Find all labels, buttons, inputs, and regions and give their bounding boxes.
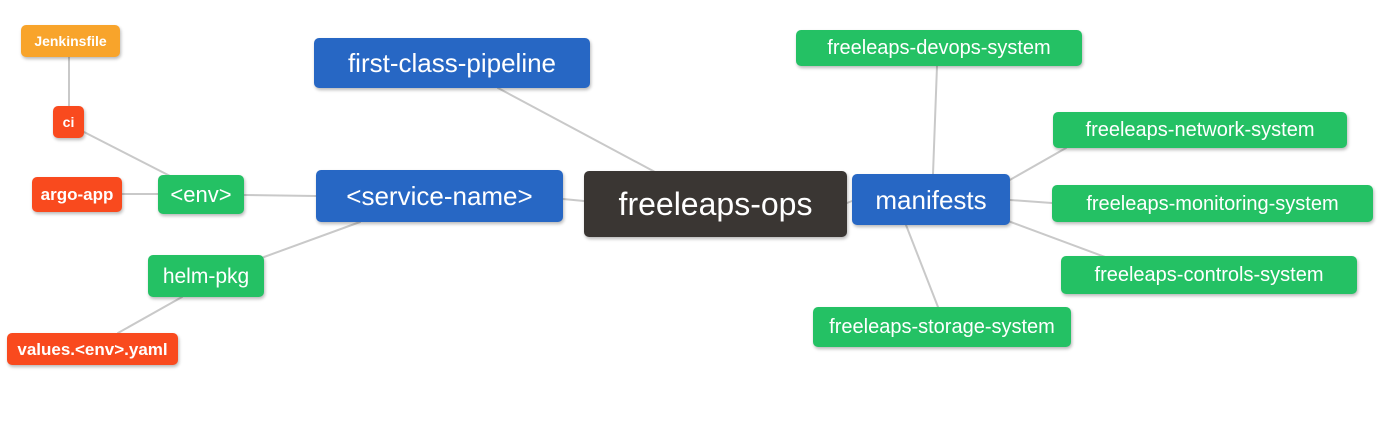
node-first-class-pipeline[interactable]: first-class-pipeline (314, 38, 590, 88)
node-storage-system[interactable]: freeleaps-storage-system (813, 307, 1071, 347)
node-monitoring-system[interactable]: freeleaps-monitoring-system (1052, 185, 1373, 222)
edge-manifests-to-monitoring-system (1009, 199, 1053, 204)
node-devops-system[interactable]: freeleaps-devops-system (796, 30, 1082, 66)
edge-service-name-to-freeleaps-ops (562, 198, 585, 202)
node-jenkinsfile[interactable]: Jenkinsfile (21, 25, 120, 57)
edge-freeleaps-ops-to-manifests (846, 200, 853, 204)
node-argo-app[interactable]: argo-app (32, 177, 122, 212)
edge-manifests-to-storage-system (905, 224, 939, 308)
node-ci[interactable]: ci (53, 106, 84, 138)
edge-manifests-to-controls-system (1007, 220, 1106, 258)
node-helm-pkg[interactable]: helm-pkg (148, 255, 264, 297)
node-service-name[interactable]: <service-name> (316, 170, 563, 222)
edge-service-name-to-helm-pkg (263, 221, 361, 258)
node-freeleaps-ops[interactable]: freeleaps-ops (584, 171, 847, 237)
edge-ci-to-env (83, 131, 173, 178)
node-manifests[interactable]: manifests (852, 174, 1010, 225)
node-env[interactable]: <env> (158, 175, 244, 214)
node-values-env-yaml[interactable]: values.<env>.yaml (7, 333, 178, 365)
node-network-system[interactable]: freeleaps-network-system (1053, 112, 1347, 148)
edge-manifests-to-devops-system (932, 65, 938, 175)
edge-helm-pkg-to-values-env-yaml (117, 296, 183, 334)
edge-manifests-to-network-system (1007, 147, 1067, 182)
edge-first-class-pipeline-to-freeleaps-ops (497, 87, 656, 173)
edge-env-to-service-name (243, 194, 317, 197)
node-controls-system[interactable]: freeleaps-controls-system (1061, 256, 1357, 294)
